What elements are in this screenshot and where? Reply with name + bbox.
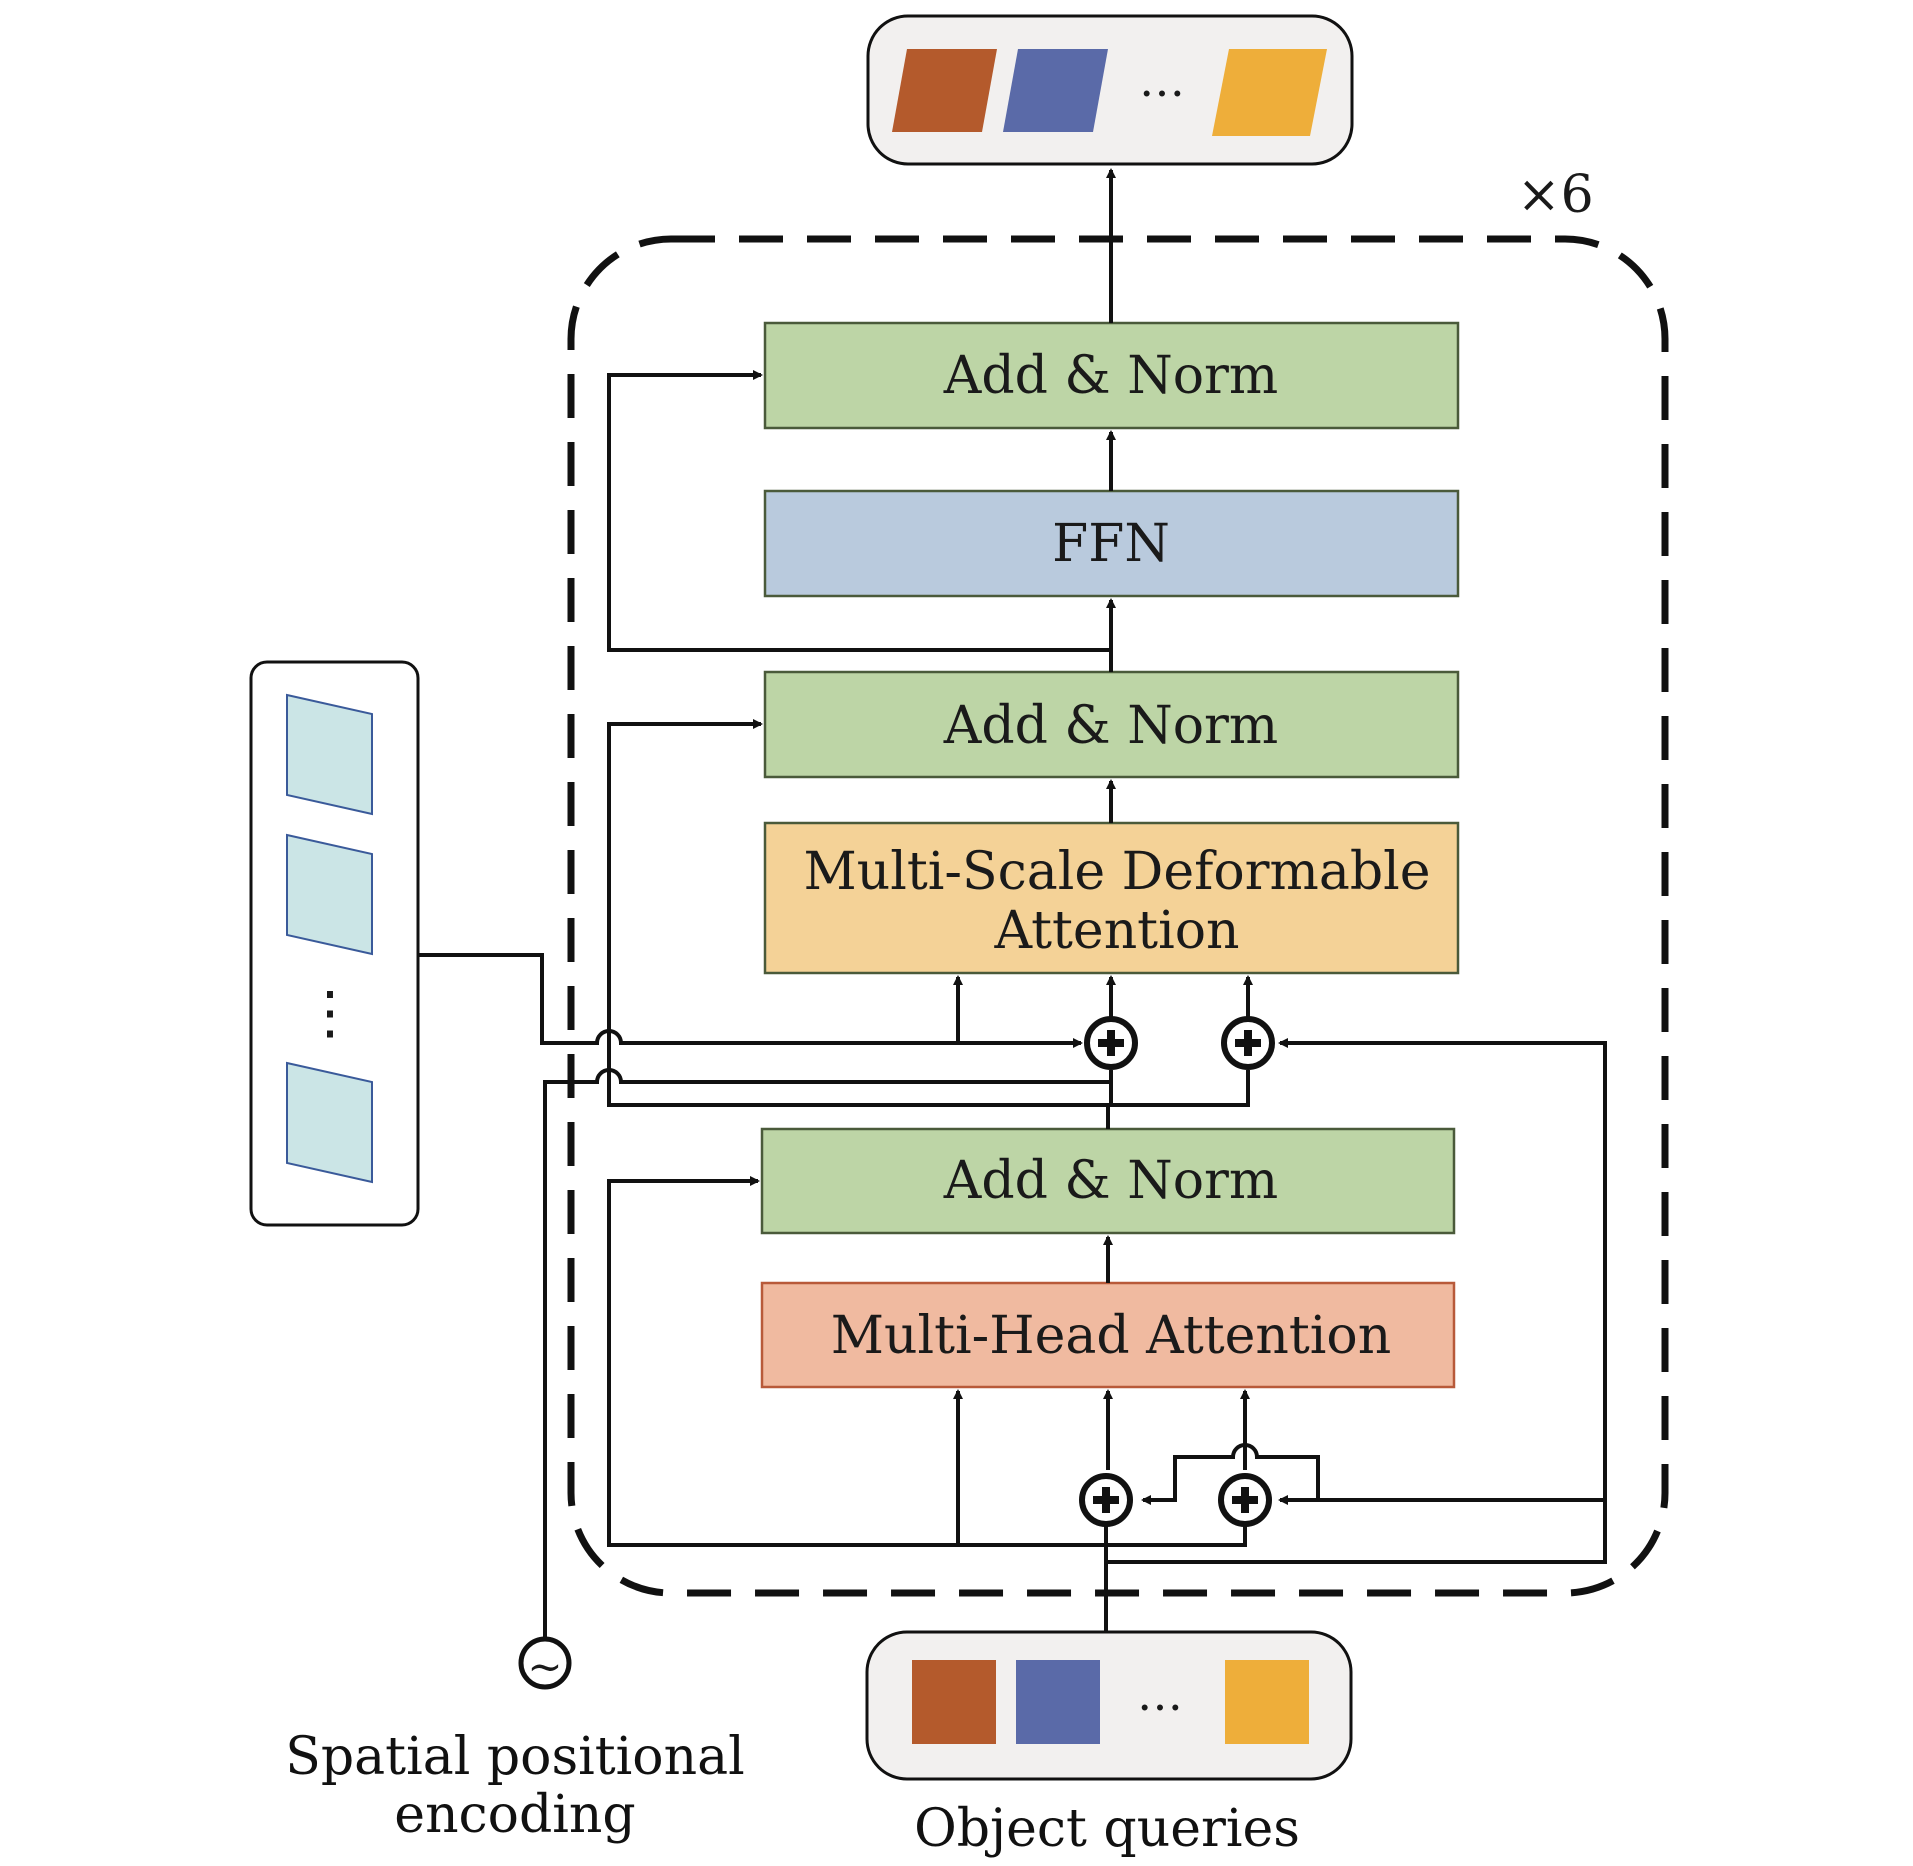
add-norm-top-label: Add & Norm bbox=[943, 346, 1278, 406]
sine-symbol: ~ bbox=[527, 1642, 562, 1691]
add-norm-bottom-block: Add & Norm bbox=[760, 1127, 1456, 1235]
feature-map-1 bbox=[286, 693, 373, 816]
query-token-3 bbox=[1225, 1660, 1309, 1744]
output-token-2 bbox=[1003, 49, 1108, 132]
add-node-mha-left bbox=[1079, 1473, 1133, 1527]
add-norm-top-block: Add & Norm bbox=[763, 321, 1460, 430]
query-ellipsis: … bbox=[1137, 1667, 1183, 1721]
decoder-layer-frame bbox=[567, 235, 1669, 1597]
msda-label-line1: Multi-Scale Deformable bbox=[803, 842, 1430, 902]
mha-block: Multi-Head Attention bbox=[760, 1281, 1456, 1389]
add-node-mha-right bbox=[1218, 1473, 1272, 1527]
object-queries-caption: Object queries bbox=[914, 1799, 1300, 1859]
ffn-label: FFN bbox=[1052, 514, 1170, 574]
query-token-1 bbox=[912, 1660, 996, 1744]
output-token-3 bbox=[1212, 49, 1327, 136]
feature-maps-panel: ⋮ bbox=[249, 660, 420, 1227]
msda-block: Multi-Scale Deformable Attention bbox=[763, 821, 1460, 975]
ffn-block: FFN bbox=[763, 489, 1460, 598]
spatial-encoding-caption-line1: Spatial positional bbox=[285, 1727, 744, 1787]
connections bbox=[418, 168, 1607, 1652]
spatial-encoding-caption-line2: encoding bbox=[394, 1785, 635, 1845]
feature-maps-ellipsis: ⋮ bbox=[301, 978, 359, 1046]
feature-map-2 bbox=[286, 833, 373, 956]
sine-source-icon: ~ bbox=[518, 1636, 572, 1691]
add-norm-bottom-label: Add & Norm bbox=[943, 1151, 1278, 1211]
add-norm-mid-block: Add & Norm bbox=[763, 670, 1460, 779]
feature-map-3 bbox=[286, 1061, 373, 1184]
output-tokens-panel: … bbox=[866, 14, 1354, 166]
object-queries-panel: … bbox=[865, 1630, 1353, 1781]
add-norm-mid-label: Add & Norm bbox=[943, 696, 1278, 756]
add-node-msda-right bbox=[1221, 1016, 1275, 1070]
query-token-2 bbox=[1016, 1660, 1100, 1744]
repeat-count-label: ×6 bbox=[1517, 165, 1594, 225]
mha-label: Multi-Head Attention bbox=[831, 1306, 1391, 1366]
output-ellipsis: … bbox=[1139, 53, 1185, 107]
output-token-1 bbox=[892, 49, 997, 132]
msda-label-line2: Attention bbox=[993, 901, 1239, 961]
add-node-msda-left bbox=[1084, 1016, 1138, 1070]
